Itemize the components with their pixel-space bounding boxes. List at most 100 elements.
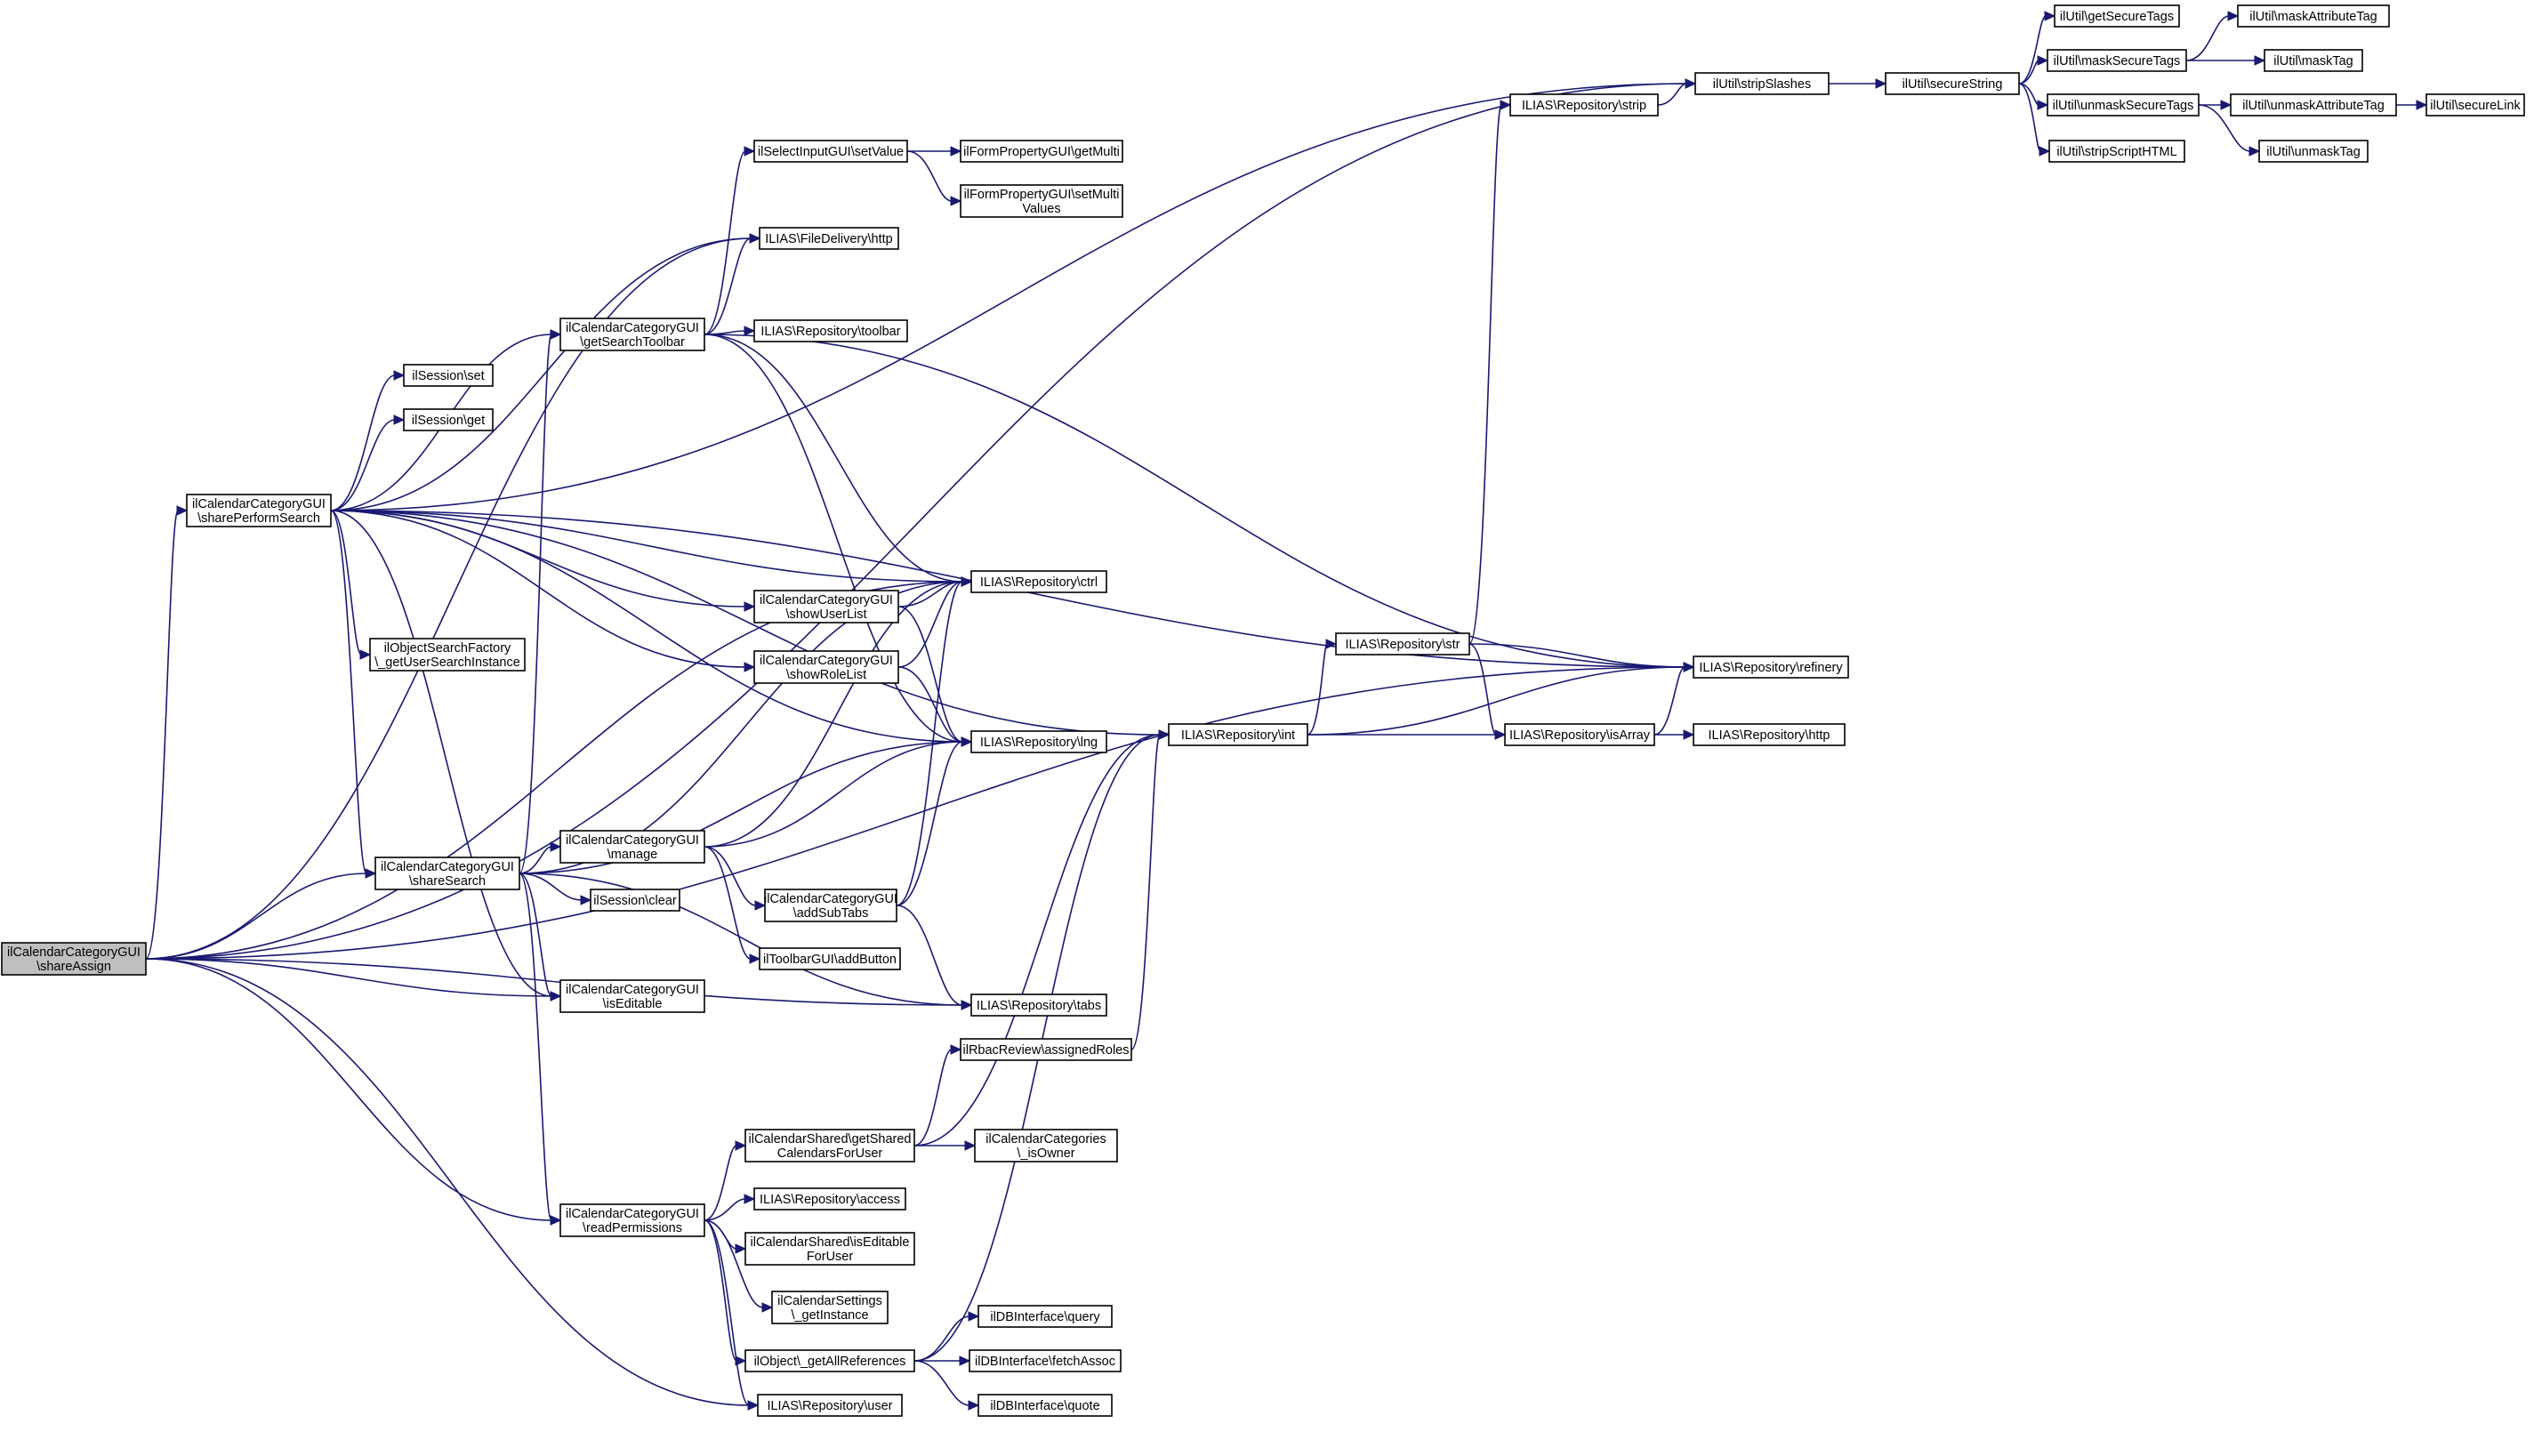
node-label: ilCalendarCategories — [985, 1132, 1106, 1146]
node-selectInputSetValue[interactable]: ilSelectInputGUI\setValue — [753, 140, 908, 163]
node-box — [771, 1291, 889, 1324]
node-box — [559, 830, 705, 864]
node-box — [970, 570, 1107, 593]
node-label: ILIAS\Repository\strip — [1522, 99, 1646, 113]
node-repoAccess[interactable]: ILIAS\Repository\access — [753, 1187, 906, 1211]
node-calendarSettings[interactable]: ilCalendarSettings\_getInstance — [771, 1291, 889, 1324]
node-maskAttributeTag[interactable]: ilUtil\maskAttributeTag — [2237, 4, 2390, 28]
node-label: \manage — [607, 848, 657, 862]
node-box — [186, 494, 332, 527]
node-box — [590, 889, 680, 912]
node-getAllReferences[interactable]: ilObject\_getAllReferences — [744, 1349, 915, 1372]
edge-sharePerformSearch-to-isEditable — [330, 510, 552, 997]
node-unmaskAttributeTag[interactable]: ilUtil\unmaskAttributeTag — [2230, 93, 2397, 117]
edge-arrowhead — [744, 1194, 756, 1204]
node-repoInt[interactable]: ILIAS\Repository\int — [1168, 723, 1308, 746]
edge-showUserList-to-repoCtrl — [897, 581, 963, 607]
node-repoToolbar[interactable]: ILIAS\Repository\toolbar — [753, 319, 908, 342]
edge-shareAssign-to-fileDeliveryHttp — [145, 237, 752, 960]
node-addSubTabs[interactable]: ilCalendarCategoryGUI\addSubTabs — [764, 889, 897, 922]
node-unmaskSecureTags[interactable]: ilUtil\unmaskSecureTags — [2047, 93, 2200, 117]
node-sessionClear[interactable]: ilSession\clear — [590, 889, 680, 912]
node-label: ilObjectSearchFactory — [384, 641, 511, 656]
node-box — [974, 1129, 1118, 1162]
node-dbFetchAssoc[interactable]: ilDBInterface\fetchAssoc — [969, 1349, 1122, 1372]
edge-arrowhead — [1325, 639, 1338, 649]
node-isEditable[interactable]: ilCalendarCategoryGUI\isEditable — [559, 979, 705, 1013]
node-maskTag[interactable]: ilUtil\maskTag — [2264, 49, 2363, 72]
edge-getSearchToolbar-to-fileDeliveryHttp — [704, 237, 752, 335]
node-repoCtrl[interactable]: ILIAS\Repository\ctrl — [970, 570, 1107, 593]
node-repoRefinery[interactable]: ILIAS\Repository\refinery — [1693, 656, 1849, 679]
edge-readPermissions-to-repoAccess — [704, 1198, 746, 1221]
node-box — [1168, 723, 1308, 746]
node-stripSlashes[interactable]: ilUtil\stripSlashes — [1694, 72, 1830, 95]
edge-arrowhead — [950, 1044, 962, 1055]
node-box — [977, 1305, 1113, 1328]
node-box — [403, 408, 494, 431]
edge-arrowhead — [550, 1215, 562, 1226]
node-fileDeliveryHttp[interactable]: ILIAS\FileDelivery\http — [759, 227, 899, 250]
node-box — [374, 857, 520, 890]
node-objectSearchFactory[interactable]: ilObjectSearchFactory\_getUserSearchInst… — [369, 638, 526, 672]
node-repoHttp[interactable]: ILIAS\Repository\http — [1693, 723, 1846, 746]
node-box — [970, 993, 1107, 1017]
edge-getSharedCalendars-to-repoInt — [913, 734, 1161, 1146]
edge-getAllReferences-to-dbQuery — [913, 1315, 970, 1362]
node-dbQuote[interactable]: ilDBInterface\quote — [977, 1394, 1113, 1417]
node-repoLng[interactable]: ILIAS\Repository\lng — [970, 730, 1107, 753]
node-getSharedCalendars[interactable]: ilCalendarShared\getSharedCalendarsForUs… — [744, 1129, 915, 1162]
edge-arrowhead — [359, 649, 372, 660]
node-box — [2237, 4, 2390, 28]
node-sessionGet[interactable]: ilSession\get — [403, 408, 494, 431]
node-label: ilSession\set — [412, 369, 484, 383]
node-label: ILIAS\FileDelivery\http — [765, 232, 892, 246]
node-label: ilCalendarCategoryGUI — [764, 892, 897, 906]
edge-arrowhead — [2254, 55, 2266, 66]
edge-addSubTabs-to-repoCtrl — [896, 581, 963, 906]
node-getSecureTags[interactable]: ilUtil\getSecureTags — [2054, 4, 2180, 28]
node-repoStrip[interactable]: ILIAS\Repository\strip — [1509, 93, 1659, 117]
node-showUserList[interactable]: ilCalendarCategoryGUI\showUserList — [753, 590, 899, 623]
edge-shareAssign-to-stripSlashes — [145, 83, 1687, 960]
node-box — [960, 184, 1123, 218]
node-dbQuery[interactable]: ilDBInterface\query — [977, 1305, 1113, 1328]
node-sharePerformSearch[interactable]: ilCalendarCategoryGUI\sharePerformSearch — [186, 494, 332, 527]
edge-repoStr-to-repoRefinery — [1468, 643, 1685, 668]
node-stripScriptHTML[interactable]: ilUtil\stripScriptHTML — [2048, 140, 2185, 163]
node-secureLink[interactable]: ilUtil\secureLink — [2425, 93, 2525, 117]
node-calendarCategoriesIsOwner[interactable]: ilCalendarCategories\_isOwner — [974, 1129, 1118, 1162]
node-repoTabs[interactable]: ILIAS\Repository\tabs — [970, 993, 1107, 1017]
node-box — [559, 318, 705, 351]
node-sessionSet[interactable]: ilSession\set — [403, 364, 494, 387]
node-toolbarAddButton[interactable]: ilToolbarGUI\addButton — [759, 947, 901, 970]
node-secureString[interactable]: ilUtil\secureString — [1885, 72, 2020, 95]
node-maskSecureTags[interactable]: ilUtil\maskSecureTags — [2047, 49, 2187, 72]
edge-arrowhead — [735, 1140, 747, 1151]
node-label: ilCalendarShared\isEditable — [751, 1235, 910, 1250]
node-label: ilFormPropertyGUI\getMulti — [963, 145, 1120, 159]
node-readPermissions[interactable]: ilCalendarCategoryGUI\readPermissions — [559, 1203, 705, 1237]
edge-readPermissions-to-getSharedCalendars — [704, 1145, 737, 1221]
edge-repoStr-to-repoIsArray — [1468, 643, 1497, 736]
node-label: ilCalendarShared\getShared — [749, 1132, 912, 1146]
node-getMulti[interactable]: ilFormPropertyGUI\getMulti — [960, 140, 1123, 163]
node-label: \_getInstance — [791, 1308, 868, 1323]
edge-shareSearch-to-repoCtrl — [519, 581, 963, 874]
node-shareSearch[interactable]: ilCalendarCategoryGUI\shareSearch — [374, 857, 520, 890]
edge-showUserList-to-repoLng — [897, 606, 963, 743]
node-label: ilCalendarCategoryGUI — [566, 833, 699, 848]
node-unmaskTag[interactable]: ilUtil\unmaskTag — [2258, 140, 2369, 163]
node-manage[interactable]: ilCalendarCategoryGUI\manage — [559, 830, 705, 864]
edge-arrowhead — [2037, 100, 2049, 110]
node-assignedRoles[interactable]: ilRbacReview\assignedRoles — [960, 1038, 1132, 1061]
node-repoIsArray[interactable]: ILIAS\Repository\isArray — [1504, 723, 1655, 746]
node-getSearchToolbar[interactable]: ilCalendarCategoryGUI\getSearchToolbar — [559, 318, 705, 351]
node-box — [1693, 723, 1846, 746]
node-repoStr[interactable]: ILIAS\Repository\str — [1335, 632, 1470, 656]
node-showRoleList[interactable]: ilCalendarCategoryGUI\showRoleList — [753, 650, 899, 684]
node-repoUser[interactable]: ILIAS\Repository\user — [757, 1394, 903, 1417]
